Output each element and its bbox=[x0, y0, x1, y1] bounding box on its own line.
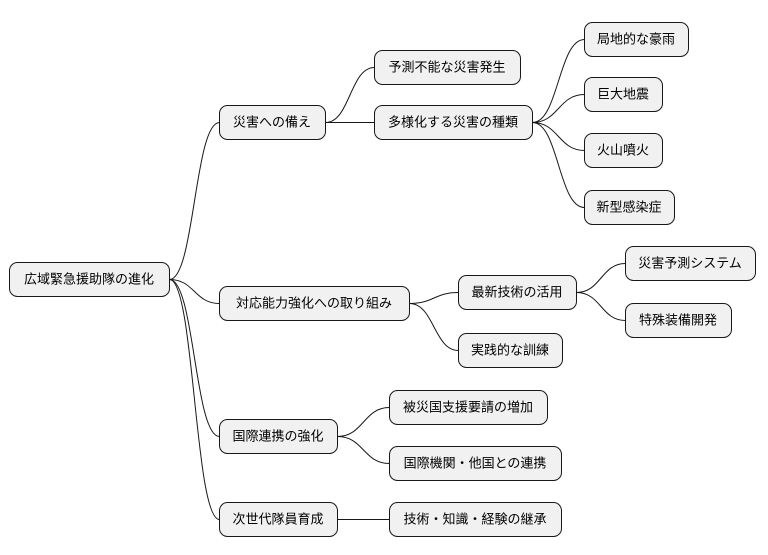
node-label: 特殊装備開発 bbox=[639, 313, 717, 329]
mindmap-node-children-0-children-1-children-1: 巨大地震 bbox=[584, 77, 663, 112]
node-label: 広域緊急援助隊の進化 bbox=[24, 272, 154, 288]
connector-line bbox=[576, 263, 626, 293]
node-box bbox=[374, 50, 521, 85]
connector-line bbox=[576, 292, 626, 321]
node-label: 多様化する災害の種類 bbox=[388, 115, 518, 131]
mindmap-node-children-1-children-0-children-1: 特殊装備開発 bbox=[625, 303, 732, 338]
node-box bbox=[219, 105, 326, 140]
connector-line bbox=[169, 279, 220, 304]
node-box bbox=[584, 190, 675, 225]
mindmap-node-children-1-children-0-children-0: 災害予測システム bbox=[625, 246, 756, 281]
mindmap-node-children-1-children-1: 実践的な訓練 bbox=[458, 333, 563, 368]
node-label: 国際連携の強化 bbox=[232, 429, 323, 445]
mindmap-node-children-2-children-0: 被災国支援要請の増加 bbox=[389, 390, 548, 425]
node-label: 技術・知識・経験の継承 bbox=[403, 512, 546, 528]
connector-line bbox=[532, 94, 585, 123]
mindmap-node-children-0: 災害への備え bbox=[219, 105, 326, 140]
node-box bbox=[458, 333, 563, 368]
node-box bbox=[458, 275, 577, 310]
node-box bbox=[584, 77, 663, 112]
mindmap-node-children-0-children-0: 予測不能な災害発生 bbox=[374, 50, 521, 85]
mindmap-node-children-2-children-1: 国際機関・他国との連携 bbox=[389, 446, 562, 481]
node-label: 予測不能な災害発生 bbox=[388, 60, 505, 76]
connector-line bbox=[325, 67, 375, 123]
connector-line bbox=[337, 407, 390, 437]
node-label: 実践的な訓練 bbox=[471, 343, 549, 359]
node-label: 火山噴火 bbox=[597, 144, 649, 159]
node-label: 局地的な豪雨 bbox=[597, 32, 675, 48]
node-box bbox=[625, 246, 756, 281]
node-box bbox=[219, 502, 338, 537]
connector-line bbox=[169, 122, 220, 280]
node-box bbox=[389, 446, 562, 481]
mindmap-node-children-1-children-0: 最新技術の活用 bbox=[458, 275, 577, 310]
node-box bbox=[584, 22, 689, 57]
node-label: 巨大地震 bbox=[597, 88, 649, 103]
node-label: 最新技術の活用 bbox=[471, 285, 562, 301]
connector-line bbox=[409, 292, 459, 304]
node-box bbox=[219, 286, 410, 321]
mindmap-node-children-2: 国際連携の強化 bbox=[219, 419, 338, 454]
node-box bbox=[389, 390, 548, 425]
mindmap-node-children-0-children-1-children-0: 局地的な豪雨 bbox=[584, 22, 689, 57]
node-label: 災害予測システム bbox=[638, 256, 742, 272]
node-label: 国際機関・他国との連携 bbox=[404, 456, 547, 472]
mindmap-node-children-3-children-0: 技術・知識・経験の継承 bbox=[389, 502, 562, 537]
mindmap-node-children-0-children-1: 多様化する災害の種類 bbox=[374, 105, 533, 140]
node-label: 次世代隊員育成 bbox=[232, 512, 323, 528]
connector-line bbox=[532, 122, 585, 151]
connector-line bbox=[532, 39, 585, 123]
connector-line bbox=[337, 436, 390, 464]
node-box bbox=[374, 105, 533, 140]
connector-line bbox=[409, 303, 459, 351]
connector-lines bbox=[169, 39, 626, 520]
node-label: 被災国支援要請の増加 bbox=[403, 401, 533, 416]
mindmap-node-children-0-children-1-children-2: 火山噴火 bbox=[584, 133, 663, 168]
node-label: 災害への備え bbox=[233, 115, 311, 131]
node-box bbox=[584, 133, 663, 168]
connector-line bbox=[532, 122, 585, 208]
mindmap-node-children-1: 対応能力強化への取り組み bbox=[219, 286, 410, 321]
node-box bbox=[9, 262, 170, 297]
node-box bbox=[625, 303, 732, 338]
node-label: 対応能力強化への取り組み bbox=[236, 297, 392, 312]
connector-line bbox=[169, 279, 220, 437]
connector-line bbox=[169, 279, 220, 520]
root-node: 広域緊急援助隊の進化 bbox=[9, 262, 170, 297]
node-label: 新型感染症 bbox=[596, 200, 661, 216]
node-box bbox=[389, 502, 562, 537]
mindmap-node-children-3: 次世代隊員育成 bbox=[219, 502, 338, 537]
node-box bbox=[219, 419, 338, 454]
mindmap-node-children-0-children-1-children-3: 新型感染症 bbox=[584, 190, 675, 225]
